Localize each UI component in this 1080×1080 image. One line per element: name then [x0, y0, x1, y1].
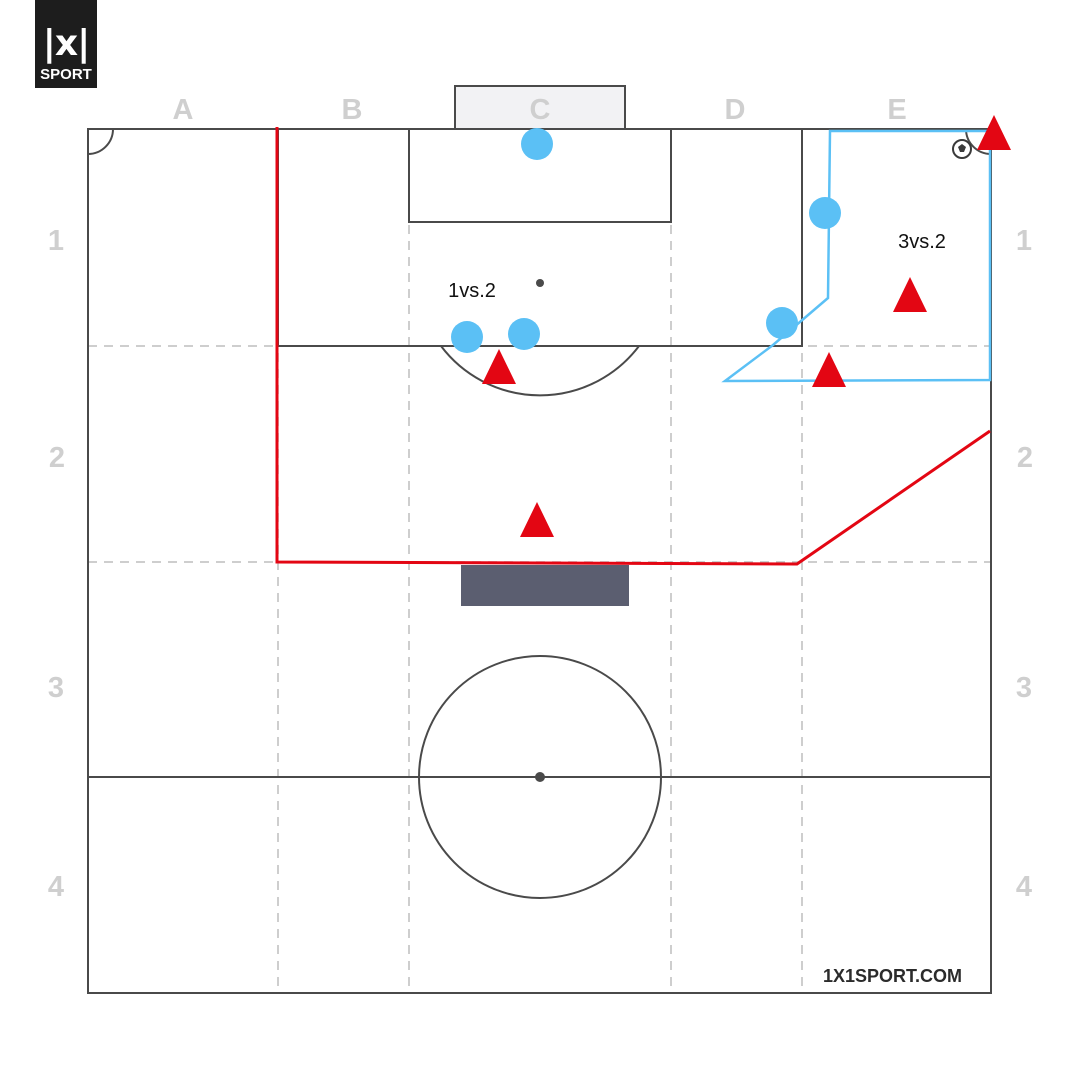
column-label: A	[173, 94, 194, 126]
field-boundary	[87, 128, 992, 994]
logo-wordmark: SPORT	[40, 66, 92, 83]
zone-label-1vs2: 1vs.2	[448, 280, 496, 302]
penalty-area	[277, 128, 803, 347]
red-team	[482, 115, 1011, 537]
blue-player	[451, 321, 483, 353]
column-label: D	[725, 94, 746, 126]
field-markings	[87, 128, 992, 994]
row-label: 3	[48, 672, 64, 704]
logo-mark: |x|	[42, 23, 91, 64]
row-label: 3	[1016, 672, 1032, 704]
row-label: 2	[49, 442, 65, 474]
blue-player	[766, 307, 798, 339]
corner-arc-left	[87, 128, 114, 155]
column-labels: A B C D E	[173, 94, 907, 126]
center-circle	[418, 655, 662, 899]
red-cone	[520, 502, 554, 537]
soccer-ball-icon	[952, 139, 972, 159]
row-labels-right: 1 2 3 4	[1016, 225, 1033, 903]
red-cone	[482, 349, 516, 384]
blue-zone-boundary	[721, 129, 992, 383]
main-goal	[454, 85, 626, 130]
red-zone-boundary	[275, 127, 991, 566]
blue-player	[508, 318, 540, 350]
zone-label-3vs2: 3vs.2	[898, 231, 946, 253]
row-label: 1	[1016, 225, 1032, 257]
row-label: 2	[1017, 442, 1033, 474]
corner-arc-right	[965, 128, 992, 155]
column-label: E	[887, 94, 906, 126]
row-label: 1	[48, 225, 64, 257]
row-labels-left: 1 2 3 4	[48, 225, 65, 903]
blue-team	[451, 128, 841, 353]
blue-player	[521, 128, 553, 160]
penalty-spot	[536, 279, 544, 287]
row-label: 4	[48, 871, 64, 903]
mini-goal	[461, 565, 629, 606]
red-cone	[977, 115, 1011, 150]
brand-logo: |x| SPORT	[35, 0, 97, 88]
grid-lines	[88, 129, 991, 993]
website-label: 1X1SPORT.COM	[823, 966, 962, 986]
blue-player	[809, 197, 841, 229]
center-spot	[535, 772, 545, 782]
penalty-arc	[440, 345, 640, 397]
row-label: 4	[1016, 871, 1032, 903]
column-label: C	[530, 94, 551, 126]
column-label: B	[342, 94, 363, 126]
red-cone	[893, 277, 927, 312]
red-cone	[812, 352, 846, 387]
